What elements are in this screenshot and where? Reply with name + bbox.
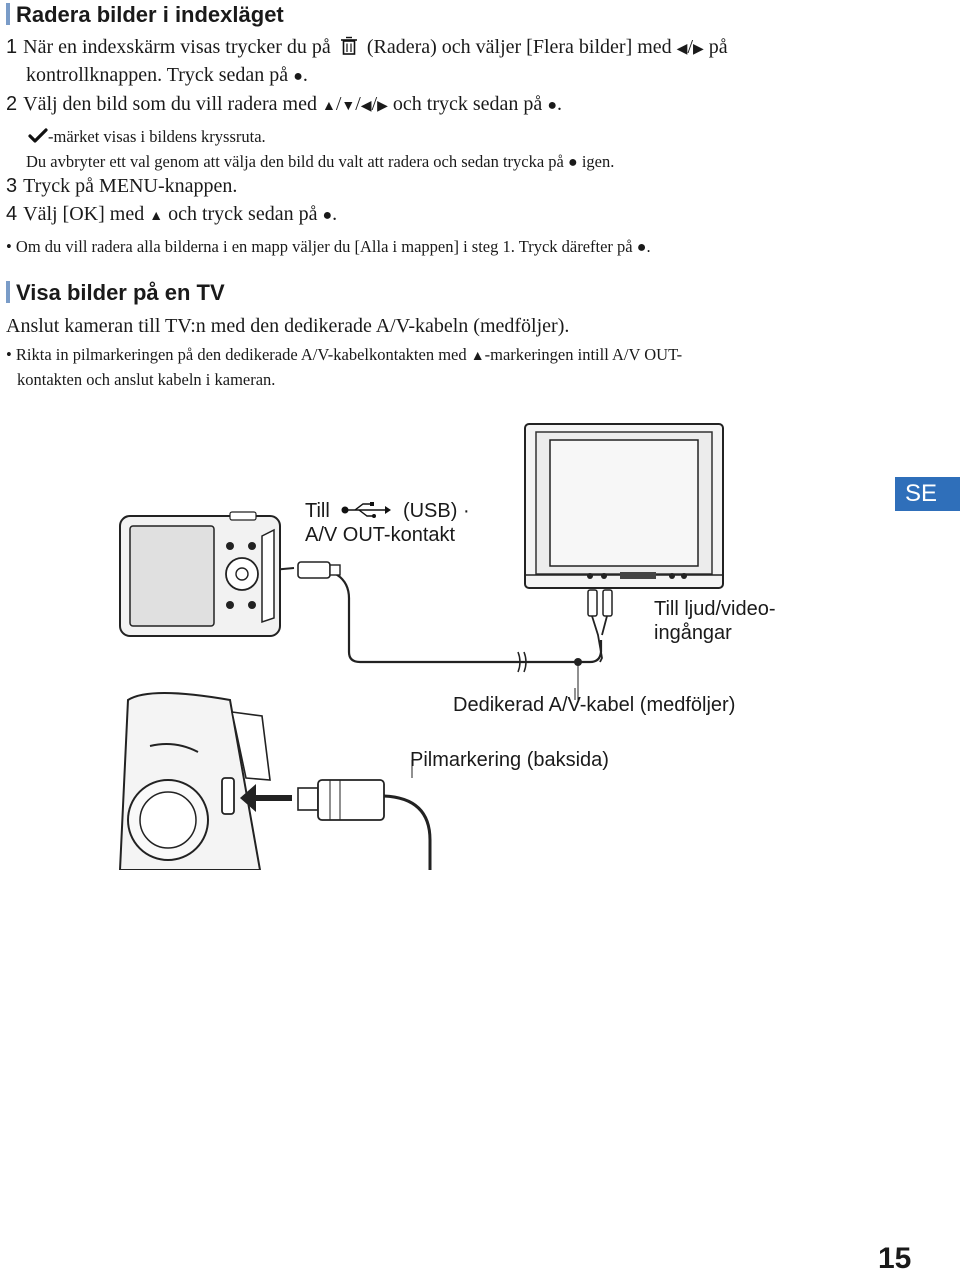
heading-text: Radera bilder i indexläget <box>16 2 284 27</box>
section-heading-delete: Radera bilder i indexläget <box>6 2 284 28</box>
step-number: 2 <box>6 93 18 115</box>
av-cable <box>299 566 603 664</box>
step-text: och tryck sedan på <box>392 93 543 115</box>
bullet-text: kontakten och anslut kabeln i kameran. <box>17 370 276 389</box>
section-heading-tv: Visa bilder på en TV <box>6 280 225 306</box>
connector-closeup <box>118 692 432 870</box>
label-text: Till ljud/video- <box>654 598 776 620</box>
step-text: på <box>708 36 728 58</box>
step-number: 1 <box>6 36 18 58</box>
center-dot-icon: ● <box>568 154 578 171</box>
language-tab: SE <box>895 477 960 511</box>
usb-plug-small <box>297 561 341 579</box>
step-text: och tryck sedan på <box>168 203 318 225</box>
bullet-delete-all: • Om du vill radera alla bilderna i en m… <box>6 237 651 256</box>
step-text: Välj [OK] med <box>23 203 145 225</box>
trash-icon <box>340 36 358 56</box>
center-dot-icon: ● <box>322 207 333 224</box>
step-text: Välj den bild som du vill radera med <box>23 93 317 115</box>
tv-intro: Anslut kameran till TV:n med den dediker… <box>6 315 569 338</box>
bullet-text: Rikta in pilmarkeringen på den dedikerad… <box>15 345 467 364</box>
step-text: (Radera) och väljer [Flera bilder] med <box>366 36 672 58</box>
camera-illustration <box>119 511 281 637</box>
step-2-note-2: Du avbryter ett val genom att välja den … <box>26 152 614 172</box>
step-2-note-1: -märket visas i bildens kryssruta. <box>28 127 266 147</box>
step-number: 3 <box>6 175 18 197</box>
bullet-align-arrow: • Rikta in pilmarkeringen på den dediker… <box>6 345 683 364</box>
down-triangle-icon: ▼ <box>341 99 356 114</box>
tv-illustration <box>524 423 724 589</box>
label-text: ingångar <box>654 622 732 644</box>
step-number: 4 <box>6 203 18 225</box>
note-text: Du avbryter ett val genom att välja den … <box>26 152 564 171</box>
left-triangle-icon: ◀ <box>360 99 372 114</box>
usb-icon <box>341 501 392 519</box>
right-triangle-icon: ▶ <box>693 42 704 57</box>
bullet-text: Om du vill radera alla bilderna i en map… <box>15 237 633 256</box>
label-text: Till <box>305 500 330 522</box>
up-triangle-icon: ▲ <box>149 209 164 224</box>
left-triangle-icon: ◀ <box>676 42 688 57</box>
bullet-align-arrow-cont: kontakten och anslut kabeln i kameran. <box>17 370 275 390</box>
heading-text: Visa bilder på en TV <box>16 280 225 305</box>
label-text: Pilmarkering (baksida) <box>410 749 609 771</box>
label-usb-port-line-2: A/V OUT-kontakt <box>305 524 455 547</box>
intro-text: Anslut kameran till TV:n med den dediker… <box>6 315 570 337</box>
right-triangle-icon: ▶ <box>377 99 388 114</box>
bullet-text: -markeringen intill A/V OUT- <box>484 345 683 364</box>
rca-plugs <box>587 589 613 663</box>
checkmark-icon <box>28 128 48 144</box>
label-text: Dedikerad A/V-kabel (medföljer) <box>453 694 736 716</box>
label-usb-port: Till (USB) · <box>305 500 470 523</box>
page-number: 15 <box>878 1242 912 1275</box>
up-triangle-icon: ▲ <box>321 99 336 114</box>
step-text: När en indexskärm visas trycker du på <box>23 36 331 58</box>
label-text: (USB) · <box>402 500 470 522</box>
center-dot-icon: ● <box>547 97 557 114</box>
label-av-inputs-line-2: ingångar <box>654 622 732 645</box>
label-text: A/V OUT-kontakt <box>305 524 456 546</box>
label-av-cable: Dedikerad A/V-kabel (medföljer) <box>453 694 735 717</box>
note-text: igen. <box>581 152 615 171</box>
connection-illustration <box>118 423 724 870</box>
step-text: kontrollknappen. Tryck sedan på <box>26 64 289 86</box>
label-arrow-mark: Pilmarkering (baksida) <box>410 749 609 772</box>
heading-bar <box>6 281 10 303</box>
note-text: -märket visas i bildens kryssruta. <box>48 127 266 146</box>
center-dot-icon: ● <box>293 68 303 85</box>
step-1-line-2: kontrollknappen. Tryck sedan på ●. <box>26 64 308 86</box>
label-av-inputs: Till ljud/video- <box>654 598 776 621</box>
step-text: Tryck på MENU-knappen. <box>23 175 238 197</box>
up-triangle-icon: ▲ <box>470 349 485 364</box>
center-dot-icon: ● <box>636 239 647 256</box>
heading-bar <box>6 3 10 25</box>
